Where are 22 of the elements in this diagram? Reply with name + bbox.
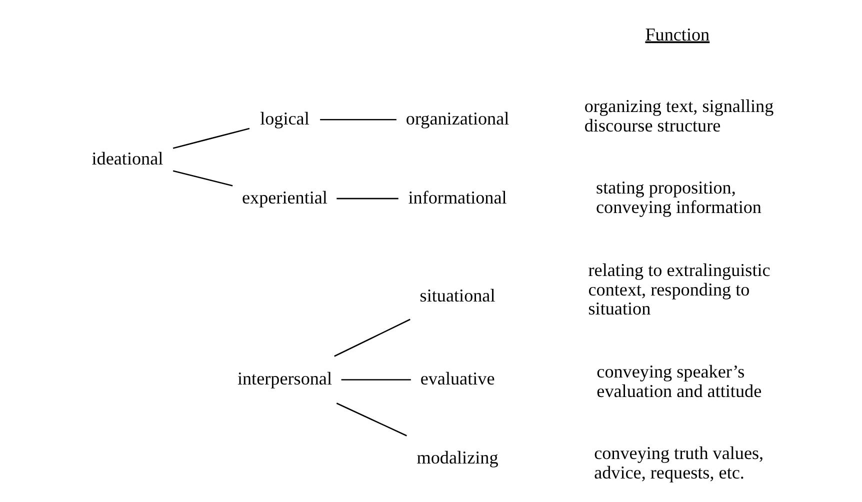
connector bbox=[341, 379, 411, 380]
label: conveying speaker’s evaluation and attitude bbox=[596, 361, 762, 401]
connector bbox=[336, 198, 398, 200]
connector bbox=[172, 170, 233, 186]
node-text: experiential bbox=[242, 187, 328, 208]
label: conveying truth values, advice, requests, etc. bbox=[594, 443, 764, 482]
label: relating to extralinguistic context, responding to situation bbox=[588, 260, 770, 319]
node-text: organizational bbox=[406, 108, 510, 128]
node-text: ideational bbox=[92, 148, 164, 169]
node-text: evaluative bbox=[420, 368, 495, 389]
label: organizing text, signalling discourse structure bbox=[584, 96, 774, 136]
label: stating proposition, conveying information bbox=[596, 178, 762, 218]
connector bbox=[336, 402, 407, 436]
connector bbox=[334, 318, 410, 357]
node-text: situational bbox=[420, 286, 496, 306]
node-text: informational bbox=[408, 187, 507, 208]
label: Function bbox=[645, 24, 710, 44]
node-text: logical bbox=[260, 108, 310, 128]
node-text: modalizing bbox=[416, 448, 498, 468]
connector bbox=[320, 118, 396, 120]
node-text: interpersonal bbox=[237, 368, 332, 389]
connector bbox=[172, 128, 250, 149]
